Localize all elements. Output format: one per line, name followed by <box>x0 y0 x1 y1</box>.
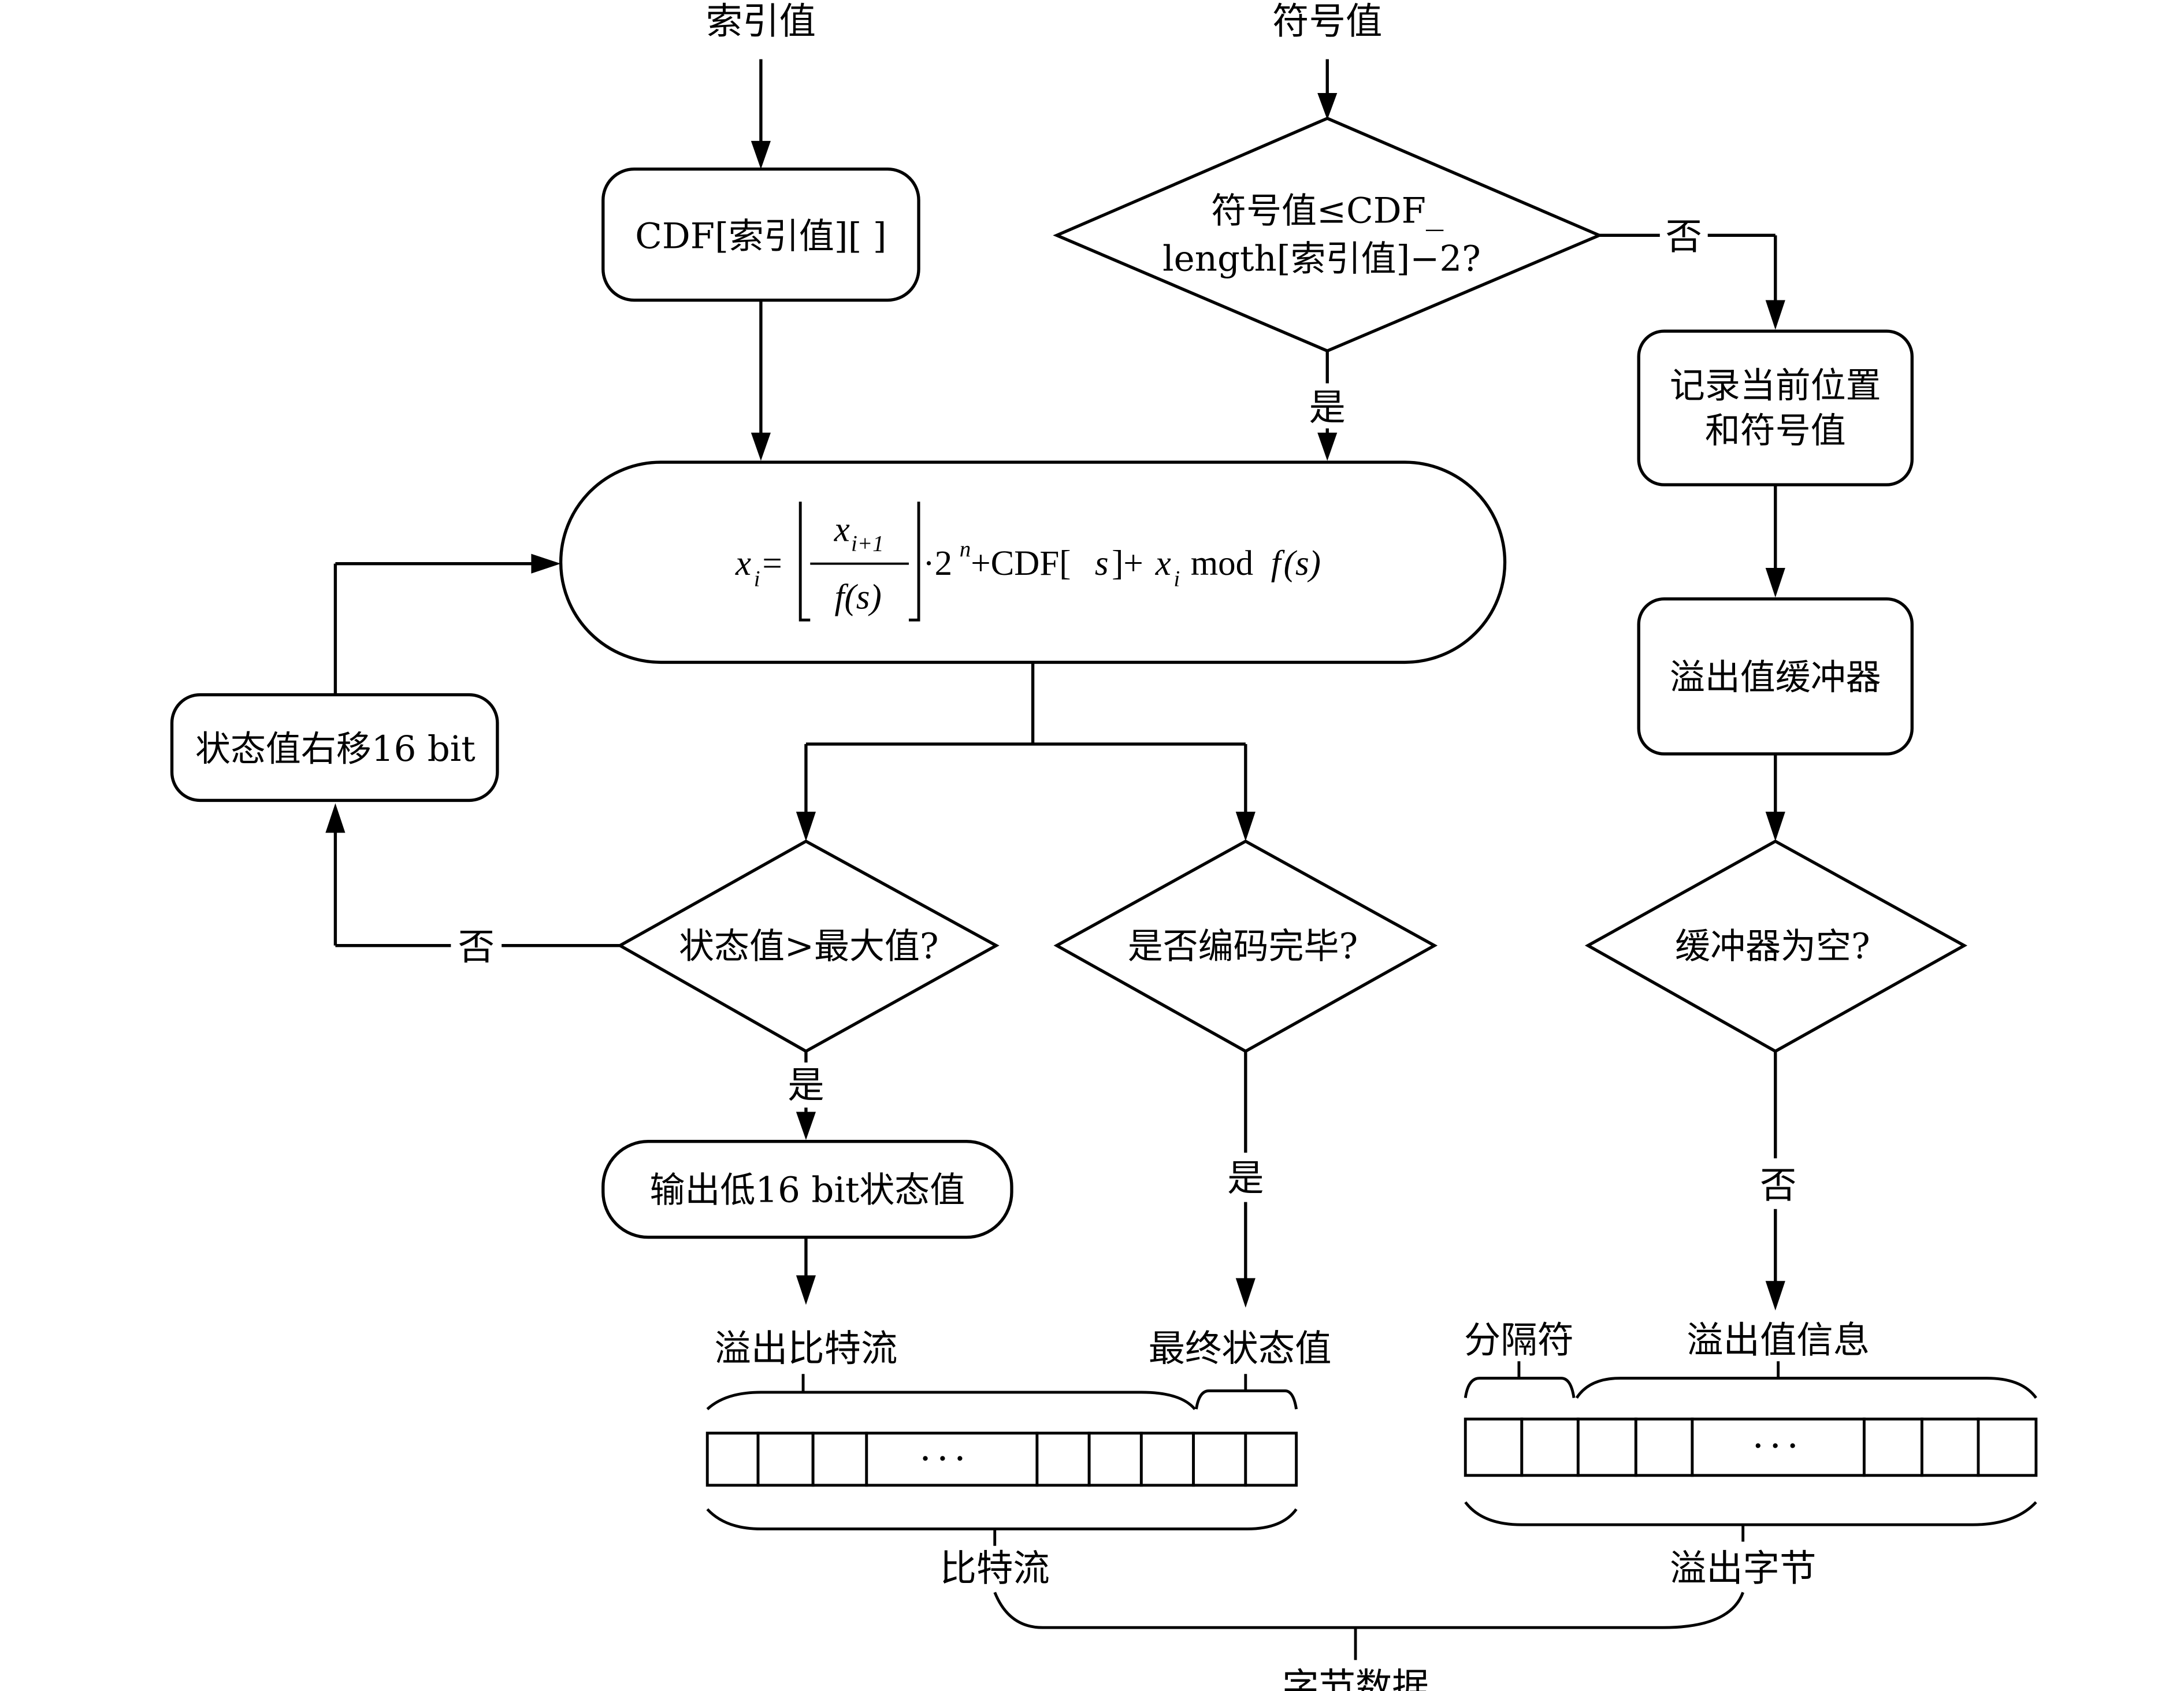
formula-mult: ·2 <box>923 544 952 583</box>
overflow-info-label: 溢出值信息 <box>1687 1319 1870 1362</box>
arrow-record-to-buffer <box>1765 485 1785 598</box>
overflow-bytes-array: ··· <box>1464 1417 2038 1477</box>
state-max-diamond: 状态值>最大值? <box>616 839 1000 1053</box>
byte-cell <box>1920 1417 1980 1477</box>
symbol-check-text-line1: 符号值≤CDF_ <box>1211 190 1444 231</box>
byte-cell <box>1087 1432 1143 1487</box>
edge-label-no: 否 <box>458 926 495 968</box>
formula-lhs-sub: i <box>754 567 760 592</box>
symbol-check-text-line2: length[索引值]−2? <box>1162 238 1481 279</box>
byte-data-label: 字节数据 <box>1282 1666 1429 1691</box>
state-shift-box: 状态值右移16 bit <box>170 693 499 802</box>
encode-done-diamond: 是否编码完毕? <box>1053 839 1438 1053</box>
edge-symbol-check-yes: 是 <box>1309 351 1346 461</box>
symbol-check-diamond: 符号值≤CDF_ length[索引值]−2? <box>1053 116 1603 353</box>
overflow-buffer-box: 溢出值缓冲器 <box>1637 597 1914 756</box>
cdf-lookup-box: CDF[索引值][ ] <box>601 168 920 302</box>
separator-label: 分隔符 <box>1464 1319 1574 1362</box>
byte-cell <box>1634 1417 1694 1477</box>
arrow-symbol-to-check <box>1317 59 1338 120</box>
edge-label-yes: 是 <box>1309 386 1346 429</box>
byte-cell <box>1977 1417 2038 1477</box>
ellipsis: ··· <box>1752 1425 1804 1467</box>
state-max-text: 状态值>最大值? <box>679 926 939 967</box>
formula-mod-var: x <box>1155 544 1171 583</box>
bitstream-array: ··· <box>705 1432 1298 1487</box>
byte-cell <box>1192 1432 1247 1487</box>
edge-label-yes: 是 <box>1227 1157 1264 1199</box>
byte-cell <box>705 1432 760 1487</box>
formula-mod-word: mod <box>1191 544 1253 583</box>
byte-cell <box>1035 1432 1091 1487</box>
output-low16-text: 输出低16 bit状态值 <box>650 1170 965 1211</box>
byte-cell <box>756 1432 815 1487</box>
edge-shift-to-formula <box>333 553 561 695</box>
edge-label-yes: 是 <box>788 1064 824 1106</box>
byte-cell <box>1139 1432 1195 1487</box>
cdf-lookup-text: CDF[索引值][ ] <box>635 215 886 257</box>
arrow-buffer-to-check <box>1765 753 1785 842</box>
edge-label-no: 否 <box>1760 1164 1796 1206</box>
formula-den: f(s) <box>835 578 882 617</box>
byte-cell <box>1576 1417 1637 1477</box>
formula-plus-cdf: +CDF[ <box>971 544 1071 583</box>
byte-cell <box>811 1432 868 1487</box>
formula-box: x i = x i+1 f(s) ·2 n +CDF[ s ]+ x i mod… <box>559 460 1507 664</box>
formula-equals: = <box>762 544 782 583</box>
overflow-info-brace <box>1575 1361 2037 1399</box>
encode-done-text: 是否编码完毕? <box>1128 926 1358 967</box>
formula-mod-arg: (s) <box>1284 544 1321 583</box>
record-position-box: 记录当前位置 和符号值 <box>1637 329 1914 486</box>
byte-cell <box>1862 1417 1923 1477</box>
output-low16-box: 输出低16 bit状态值 <box>601 1140 1013 1239</box>
formula-close-plus: ]+ <box>1112 544 1143 583</box>
overflow-bytes-brace <box>1464 1501 2037 1542</box>
bitstream-brace <box>706 1508 1298 1546</box>
state-shift-text: 状态值右移16 bit <box>195 729 476 770</box>
symbol-value-label: 符号值 <box>1272 0 1382 43</box>
arrow-index-to-cdf <box>751 59 771 169</box>
overflow-buffer-text: 溢出值缓冲器 <box>1670 657 1881 698</box>
buffer-empty-diamond: 缓冲器为空? <box>1584 839 1968 1053</box>
overflow-bitstream-brace <box>706 1374 1196 1410</box>
buffer-empty-text: 缓冲器为空? <box>1675 926 1870 967</box>
ellipsis-cell <box>865 1432 1039 1487</box>
byte-data-brace <box>993 1592 1744 1660</box>
edge-label-no: 否 <box>1666 215 1702 258</box>
edge-state-max-yes: 是 <box>788 1051 824 1140</box>
formula-cdf-arg: s <box>1095 544 1109 583</box>
formula-num-sub: i+1 <box>851 532 884 556</box>
byte-cell <box>1244 1432 1298 1487</box>
record-text-line1: 记录当前位置 <box>1670 365 1881 406</box>
separator-brace <box>1464 1361 1576 1399</box>
formula-num: x <box>834 511 850 549</box>
edge-symbol-check-no: 否 <box>1599 215 1785 330</box>
index-value-label: 索引值 <box>706 0 816 43</box>
ellipsis: ··· <box>920 1437 972 1480</box>
bitstream-label: 比特流 <box>940 1547 1050 1590</box>
final-state-brace <box>1195 1374 1298 1410</box>
edge-encode-done-yes: 是 <box>1227 1051 1264 1308</box>
arrow-cdf-to-formula <box>751 300 771 461</box>
overflow-bitstream-label: 溢出比特流 <box>714 1327 897 1370</box>
edge-formula-split <box>796 662 1256 842</box>
final-state-label: 最终状态值 <box>1149 1327 1332 1370</box>
arrow-output-to-bitstream <box>796 1237 816 1305</box>
edge-buffer-empty-no: 否 <box>1760 1051 1796 1311</box>
overflow-bytes-label: 溢出字节 <box>1670 1547 1817 1590</box>
byte-cell <box>1464 1417 1524 1477</box>
formula-exp: n <box>960 537 971 562</box>
formula-mod-sub: i <box>1173 567 1180 592</box>
formula-lhs: x <box>735 544 751 583</box>
record-text-line2: 和符号值 <box>1705 410 1846 451</box>
edge-state-max-no: 否 <box>325 803 621 968</box>
byte-cell <box>1520 1417 1580 1477</box>
